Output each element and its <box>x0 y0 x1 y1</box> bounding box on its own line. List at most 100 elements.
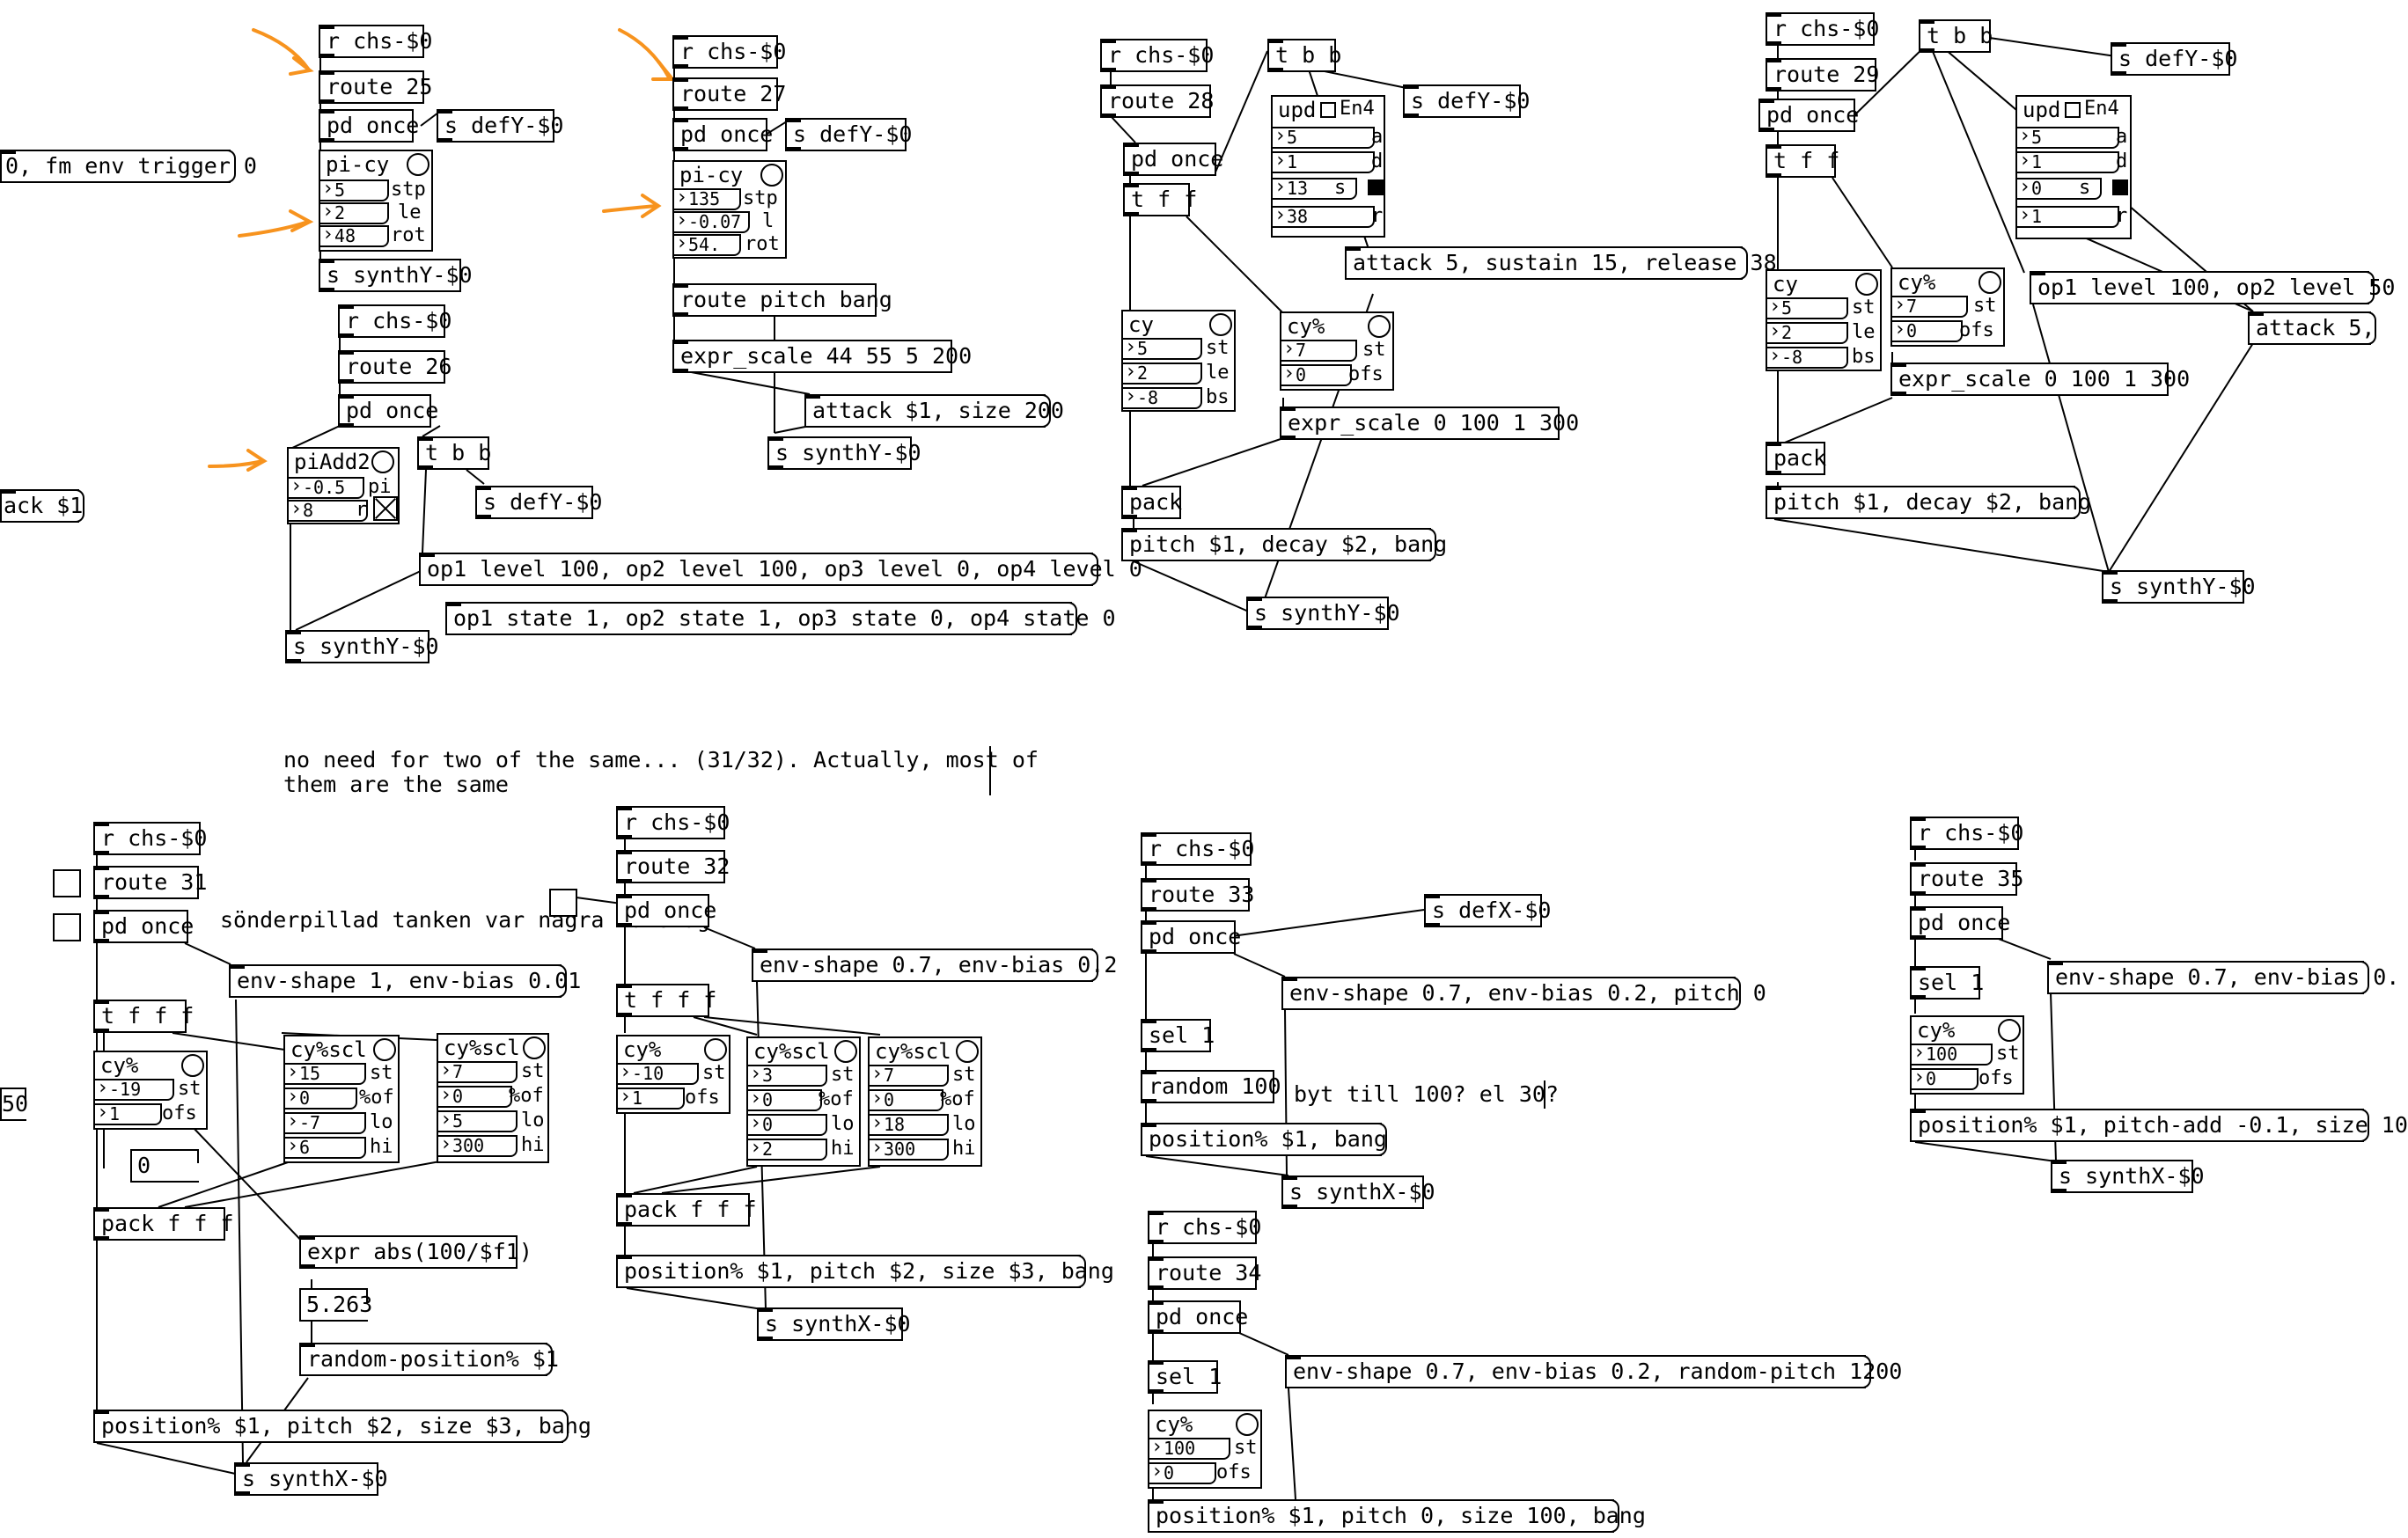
receive-chs-object[interactable]: r chs-$0 <box>319 25 432 58</box>
number-box[interactable]: -10 <box>618 1063 699 1085</box>
bang-icon[interactable] <box>760 164 783 187</box>
bang-icon[interactable] <box>523 1036 546 1059</box>
attack-message[interactable]: attack 5, <box>2248 311 2376 345</box>
cy-percent-abstraction[interactable]: cy% 7 st 0 ofs <box>1280 311 1394 391</box>
route-27-object[interactable]: route 27 <box>672 77 786 111</box>
send-synthx-object[interactable]: s synthX-$0 <box>1281 1175 1435 1209</box>
number-box[interactable]: 5 <box>1123 338 1202 360</box>
trigger-float-float-float-object[interactable]: t f f f <box>93 1000 194 1033</box>
number-box[interactable]: 7 <box>438 1061 518 1083</box>
random-position-message[interactable]: random-position% $1 <box>299 1343 559 1376</box>
env-shape-message[interactable]: env-shape 0.7, env-bias 0. <box>2047 961 2399 994</box>
number-box[interactable]: 1 <box>2017 206 2119 228</box>
select-1-object[interactable]: sel 1 <box>1148 1360 1222 1394</box>
pd-once-object[interactable]: pd once <box>1758 99 1859 132</box>
pi-cy-abstraction[interactable]: pi-cy 135 stp -0.07 l 54. rot <box>672 160 787 259</box>
number-box[interactable]: 48 <box>320 225 389 247</box>
fm-env-trigger-message[interactable]: 0, fm env trigger 0 <box>0 150 257 183</box>
pd-once-object[interactable]: pd once <box>1141 920 1241 954</box>
number-box[interactable]: 5 <box>2017 127 2119 149</box>
toggle-box[interactable] <box>53 869 81 897</box>
pd-once-object[interactable]: pd once <box>93 910 194 943</box>
env-shape-message[interactable]: env-shape 1, env-bias 0.01 <box>229 964 581 998</box>
position-pitch-add-message[interactable]: position% $1, pitch-add -0.1, size 10 <box>1910 1109 2408 1142</box>
send-synthy-object[interactable]: s synthY-$0 <box>319 259 473 292</box>
checkbox-icon[interactable] <box>1320 102 1336 118</box>
number-box[interactable]: 1 <box>2017 151 2119 173</box>
bang-icon[interactable] <box>1209 313 1232 336</box>
cy-percent-abstraction[interactable]: cy% 7 st 0 ofs <box>1890 267 2005 347</box>
pack-fff-object[interactable]: pack f f f <box>616 1193 757 1227</box>
attack-sustain-release-message[interactable]: attack 5, sustain 15, release 38 <box>1345 246 1777 280</box>
number-box[interactable]: 2 <box>748 1139 827 1161</box>
number-box[interactable]: 18 <box>870 1114 949 1136</box>
route-33-object[interactable]: route 33 <box>1141 878 1254 912</box>
number-box[interactable]: 0 <box>2017 178 2102 200</box>
send-synthx-object[interactable]: s synthX-$0 <box>757 1307 911 1341</box>
expr-scale-object[interactable]: expr_scale 44 55 5 200 <box>672 340 972 373</box>
bang-icon[interactable] <box>834 1040 857 1063</box>
expr-abs-object[interactable]: expr abs(100/$f1) <box>299 1235 532 1269</box>
number-box[interactable]: 5 <box>438 1110 518 1132</box>
number-box[interactable]: -8 <box>1123 387 1202 409</box>
pitch-decay-message[interactable]: pitch $1, decay $2, bang <box>1766 486 2091 519</box>
number-box[interactable]: 0 <box>748 1089 822 1111</box>
bang-icon[interactable] <box>371 450 394 473</box>
receive-chs-object[interactable]: r chs-$0 <box>93 822 207 855</box>
send-defy-object[interactable]: s defY-$0 <box>2111 42 2237 76</box>
number-box[interactable]: 1 <box>618 1088 685 1110</box>
bang-icon[interactable] <box>373 1038 396 1061</box>
route-32-object[interactable]: route 32 <box>616 850 730 883</box>
cy-percent-scale-abstraction[interactable]: cy%scl 7 st 0 %of 5 lo 300 hi <box>437 1033 549 1163</box>
number-box[interactable]: 8 <box>289 500 368 522</box>
number-box[interactable]: 7 <box>1281 340 1357 362</box>
op-level-message[interactable]: op1 level 100, op2 level 50 <box>2030 271 2395 304</box>
receive-chs-object[interactable]: r chs-$0 <box>1910 817 2023 850</box>
bang-icon[interactable] <box>1236 1413 1259 1436</box>
number-box[interactable]: 0 <box>870 1089 943 1111</box>
upd-env4-abstraction[interactable]: upd En4 5 a 1 d 0 s 1 r <box>2015 95 2132 239</box>
receive-chs-object[interactable]: r chs-$0 <box>1100 39 1214 72</box>
cy-abstraction[interactable]: cy 5 st 2 le -8 bs <box>1766 269 1882 371</box>
expr-scale-object[interactable]: expr_scale 0 100 1 300 <box>1280 406 1579 440</box>
send-synthx-object[interactable]: s synthX-$0 <box>234 1462 388 1496</box>
number-box[interactable]: 13 <box>1273 178 1357 200</box>
receive-chs-object[interactable]: r chs-$0 <box>672 35 786 69</box>
route-28-object[interactable]: route 28 <box>1100 84 1214 118</box>
number-box[interactable]: -0.07 <box>674 211 750 233</box>
pitch-decay-message[interactable]: pitch $1, decay $2, bang <box>1121 528 1447 561</box>
number-box[interactable]: 6 <box>285 1137 366 1159</box>
receive-chs-object[interactable]: r chs-$0 <box>1141 832 1254 866</box>
receive-chs-object[interactable]: r chs-$0 <box>1148 1211 1261 1244</box>
route-pitch-bang-object[interactable]: route pitch bang <box>672 283 892 317</box>
send-defy-object[interactable]: s defY-$0 <box>785 118 912 151</box>
number-box[interactable]: 5 <box>1273 127 1375 149</box>
number-box[interactable]: -8 <box>1767 347 1848 369</box>
number-box[interactable]: 5 <box>320 179 389 201</box>
number-box[interactable]: 0 <box>1912 1068 1979 1090</box>
number-box[interactable]: 3 <box>748 1065 827 1087</box>
receive-chs-object[interactable]: r chs-$0 <box>616 806 730 839</box>
trigger-float-float-object[interactable]: t f f <box>1123 183 1197 216</box>
number-atom[interactable]: 0 <box>130 1149 199 1183</box>
env-shape-random-pitch-message[interactable]: env-shape 0.7, env-bias 0.2, random-pitc… <box>1285 1355 1902 1388</box>
pd-once-object[interactable]: pd once <box>672 118 773 151</box>
checkbox-icon[interactable] <box>2065 102 2081 118</box>
op-state-message[interactable]: op1 state 1, op2 state 1, op3 state 0, o… <box>445 602 1116 635</box>
position-bang-message[interactable]: position% $1, bang <box>1141 1123 1387 1156</box>
number-box[interactable]: 300 <box>870 1139 949 1161</box>
number-atom[interactable]: 5.263 <box>299 1288 372 1322</box>
number-box[interactable]: 0 <box>1281 364 1352 386</box>
position-pitch-size-message[interactable]: position% $1, pitch $2, size $3, bang <box>93 1410 591 1443</box>
number-box[interactable]: 15 <box>285 1063 366 1085</box>
number-box[interactable]: 2 <box>1767 322 1848 344</box>
pack-message-left[interactable]: ack $1 <box>0 489 84 523</box>
env-shape-message[interactable]: env-shape 0.7, env-bias 0.2 <box>752 948 1117 982</box>
number-box[interactable]: 2 <box>320 202 389 224</box>
pd-once-object[interactable]: pd once <box>1910 906 2010 940</box>
toggle-box[interactable] <box>549 889 577 917</box>
select-1-object[interactable]: sel 1 <box>1910 966 1984 1000</box>
number-box[interactable]: 1 <box>95 1103 162 1125</box>
op-level-message[interactable]: op1 level 100, op2 level 100, op3 level … <box>419 553 1142 586</box>
